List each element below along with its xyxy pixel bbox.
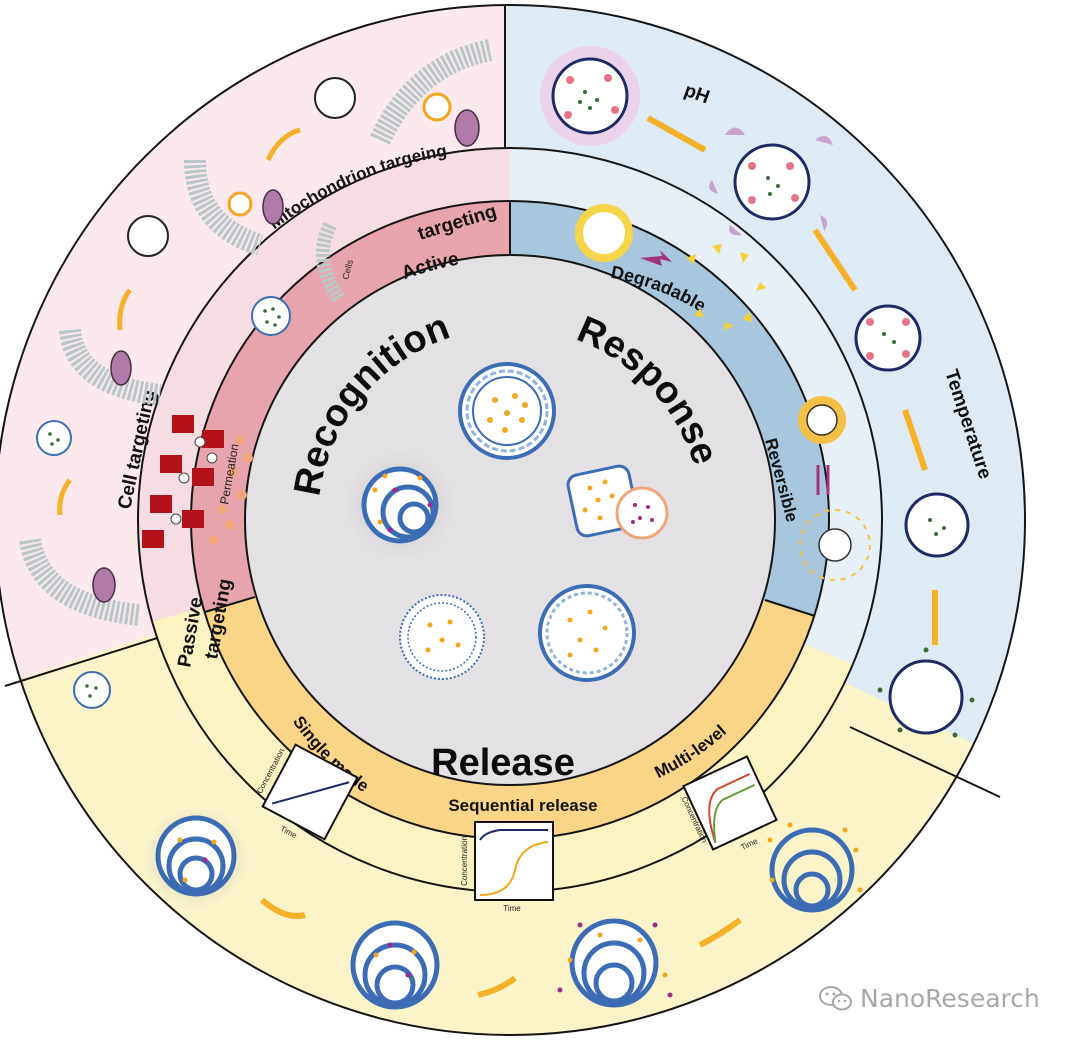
hub-label-release: Release xyxy=(431,742,575,784)
chart-icon: Time Concentration xyxy=(680,755,778,852)
center-disk xyxy=(244,254,776,786)
watermark: NanoResearch xyxy=(818,984,1040,1013)
vesicle-icon xyxy=(251,296,291,336)
vesicle-icon xyxy=(538,584,636,682)
mitochondrion-icon xyxy=(262,189,284,225)
vesicle-icon xyxy=(888,659,964,735)
center-vesicles xyxy=(344,362,669,682)
lipid-bilayer-icon xyxy=(370,39,493,145)
permeation-cartoon xyxy=(142,415,253,548)
vesicle-icon xyxy=(73,671,111,709)
vesicle-icon xyxy=(854,304,922,372)
vesicle-icon xyxy=(575,204,633,262)
arrow-icon xyxy=(902,409,928,471)
release-illustration xyxy=(144,806,863,1010)
mitochondrion-icon xyxy=(92,567,116,603)
lipid-bilayer-icon xyxy=(315,221,346,305)
arrow-icon xyxy=(260,897,306,919)
vesicle-icon xyxy=(806,404,838,436)
vesicle-icon xyxy=(551,57,629,135)
mitochondrion-icon xyxy=(110,350,132,386)
vesicle-icon xyxy=(422,92,452,122)
vesicle-icon xyxy=(458,362,556,460)
arrow-icon xyxy=(812,228,858,292)
reversible-illustration xyxy=(798,396,871,581)
vesicle-icon xyxy=(127,215,169,257)
arrow-icon xyxy=(265,127,301,162)
vesicle-icon xyxy=(227,191,253,217)
vesicle-icon xyxy=(566,464,669,540)
arrow-icon xyxy=(698,917,742,948)
vesicle-icon xyxy=(344,449,456,561)
vesicle-icon xyxy=(904,492,970,558)
vesicle-icon xyxy=(36,420,72,456)
axis-label-time: Time xyxy=(503,904,521,913)
cell-targeting-illustration xyxy=(19,39,493,709)
ph-temperature-illustration xyxy=(540,46,975,738)
arrow-icon xyxy=(816,465,830,495)
axis-label-concentration: Concentration xyxy=(460,836,469,886)
watermark-text: NanoResearch xyxy=(860,984,1040,1013)
vesicle-icon xyxy=(399,594,485,680)
lipid-bilayer-icon xyxy=(19,537,142,626)
arrow-icon xyxy=(640,250,672,266)
lipid-bilayer-icon xyxy=(184,159,264,256)
arrow-icon xyxy=(646,115,707,153)
degradable-illustration xyxy=(575,204,766,330)
arrow-icon xyxy=(117,288,133,331)
wechat-icon xyxy=(819,985,852,1010)
vesicle-icon xyxy=(314,77,356,119)
vesicle-icon xyxy=(818,528,852,562)
vesicle-icon xyxy=(733,143,811,221)
chart-icon: Time Concentration xyxy=(460,821,554,913)
arrow-icon xyxy=(477,975,517,998)
mitochondrion-icon xyxy=(454,109,480,147)
lipid-bilayer-icon xyxy=(59,328,162,406)
label-sequential-release: Sequential release xyxy=(448,796,597,815)
arrow-icon xyxy=(57,478,72,516)
